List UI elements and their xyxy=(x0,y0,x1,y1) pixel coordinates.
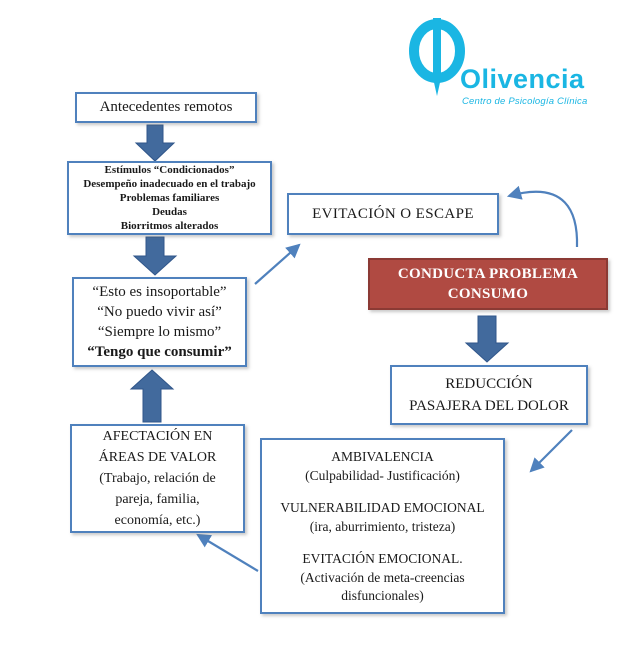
section-title: EVITACIÓN EMOCIONAL. xyxy=(302,551,463,566)
pensamiento-line: “Siempre lo mismo” xyxy=(97,324,222,340)
box-ambivalencia-vulnerabilidad: AMBIVALENCIA (Culpabilidad- Justificació… xyxy=(260,438,505,614)
connector-ambivalencia-to-afectacion xyxy=(196,533,259,572)
phi-icon xyxy=(409,18,465,96)
logo-subtitle: Centro de Psicología Clínica xyxy=(462,96,588,107)
afectacion-line: (Trabajo, relación de xyxy=(99,471,216,486)
pensamiento-line: “Esto es insoportable” xyxy=(92,284,227,300)
logo-name: Olivencia xyxy=(460,64,585,94)
vulnerabilidad-section: VULNERABILIDAD EMOCIONAL (ira, aburrimie… xyxy=(262,499,503,536)
down-arrow-antecedentes-to-estimulos xyxy=(134,124,176,162)
section-detail: (ira, aburrimiento, tristeza) xyxy=(309,518,456,534)
box-afectacion-areas-de-valor: AFECTACIÓN EN ÁREAS DE VALOR (Trabajo, r… xyxy=(70,424,245,533)
box-antecedentes-remotos: Antecedentes remotos xyxy=(75,92,257,123)
estimulos-line: Biorritmos alterados xyxy=(120,220,219,232)
connector-conducta-to-evitacion-curve xyxy=(506,185,579,248)
reduccion-line: REDUCCIÓN xyxy=(445,376,533,392)
estimulos-line: Deudas xyxy=(152,206,187,218)
conducta-line: CONDUCTA PROBLEMA xyxy=(397,266,579,282)
estimulos-line: Estímulos “Condicionados” xyxy=(104,164,235,176)
conducta-line: CONSUMO xyxy=(447,286,529,302)
box-pensamientos-automaticos: “Esto es insoportable” “No puedo vivir a… xyxy=(72,277,247,367)
box-antecedentes-text: Antecedentes remotos xyxy=(99,99,233,115)
section-title: VULNERABILIDAD EMOCIONAL xyxy=(280,500,485,515)
connector-reduccion-to-ambivalencia xyxy=(529,429,573,473)
reduccion-line: PASAJERA DEL DOLOR xyxy=(409,398,569,414)
down-arrow-conducta-to-reduccion xyxy=(464,315,510,363)
down-arrow-estimulos-to-pensamientos xyxy=(132,236,178,276)
section-title: AMBIVALENCIA xyxy=(331,449,434,464)
evitacion-emocional-section: EVITACIÓN EMOCIONAL. (Activación de meta… xyxy=(262,550,503,606)
pensamiento-line: “No puedo vivir así” xyxy=(97,304,222,320)
section-detail: (Culpabilidad- Justificación) xyxy=(305,467,460,483)
up-arrow-afectacion-to-pensamientos xyxy=(129,369,175,423)
box-estimulos-condicionados: Estímulos “Condicionados” Desempeño inad… xyxy=(67,161,272,235)
afectacion-line: pareja, familia, xyxy=(115,492,200,507)
box-conducta-problema-consumo: CONDUCTA PROBLEMA CONSUMO xyxy=(368,258,608,310)
olivencia-logo: Olivencia Centro de Psicología Clínica xyxy=(408,16,588,108)
section-detail: (Activación de meta-creencias disfuncion… xyxy=(300,569,465,604)
afectacion-line: economía, etc.) xyxy=(114,513,201,528)
connector-pensamientos-to-evitacion xyxy=(254,243,301,285)
ambivalencia-section: AMBIVALENCIA (Culpabilidad- Justificació… xyxy=(262,448,503,485)
afectacion-line: AFECTACIÓN EN xyxy=(102,429,213,444)
box-evitacion-o-escape: EVITACIÓN O ESCAPE xyxy=(287,193,499,235)
box-reduccion-pasajera-del-dolor: REDUCCIÓN PASAJERA DEL DOLOR xyxy=(390,365,588,425)
estimulos-line: Problemas familiares xyxy=(119,192,220,204)
pensamiento-line: “Tengo que consumir” xyxy=(87,344,232,360)
afectacion-line: ÁREAS DE VALOR xyxy=(98,450,217,465)
estimulos-line: Desempeño inadecuado en el trabajo xyxy=(83,178,256,190)
evitacion-text: EVITACIÓN O ESCAPE xyxy=(312,205,474,222)
